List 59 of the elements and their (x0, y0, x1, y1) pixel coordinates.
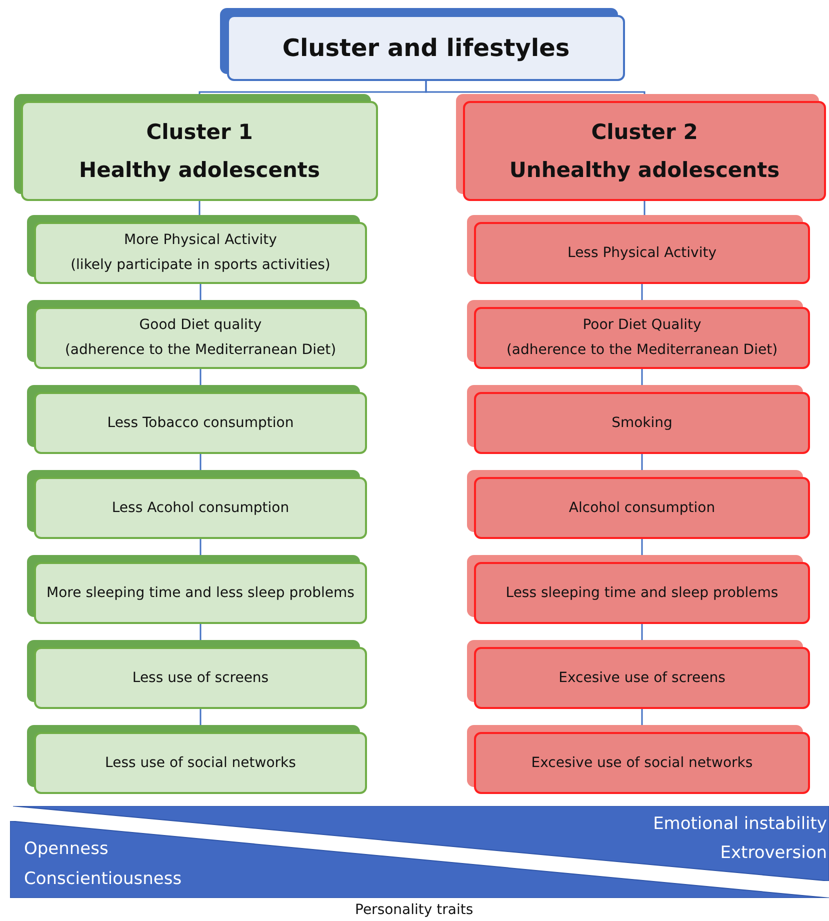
connector-line (641, 454, 643, 470)
lifestyle-box (27, 215, 367, 284)
connector-line (198, 201, 200, 215)
lifestyle-text: Excesive use of screens (558, 668, 726, 688)
lifestyle-text: Poor Diet Quality (582, 316, 702, 335)
connector-line (641, 539, 643, 555)
cluster-box (456, 94, 826, 201)
lifestyle-text: Less Tobacco consumption (106, 414, 295, 432)
lifestyle-box (27, 385, 367, 454)
connector-line (641, 624, 643, 640)
lifestyle-box (467, 640, 810, 709)
lifestyle-box (467, 300, 810, 369)
lifestyle-text: (likely participate in sports activities) (70, 256, 332, 275)
lifestyle-box (27, 470, 367, 539)
lifestyle-text: Excesive use of social networks (530, 754, 754, 772)
cluster-heading: Cluster 2 (591, 119, 698, 146)
connector-line (200, 454, 202, 470)
cluster-heading: Healthy adolescents (79, 157, 320, 184)
connector-line (641, 284, 643, 300)
lifestyle-text: Less use of social networks (104, 754, 297, 772)
lifestyle-box (467, 725, 810, 794)
cluster-heading: Cluster 1 (146, 119, 253, 146)
title-box (220, 8, 625, 81)
connector-line (644, 201, 646, 215)
axis-caption: Personality traits (355, 902, 474, 918)
lifestyle-box (467, 470, 810, 539)
lifestyle-box (467, 215, 810, 284)
cluster-box (14, 94, 378, 201)
connector-line (641, 709, 643, 725)
lifestyle-text: (adherence to the Mediterranean Diet) (64, 341, 338, 360)
lifestyle-box (27, 640, 367, 709)
connector-line (200, 624, 202, 640)
lifestyle-text: Less use of screens (131, 668, 270, 688)
lifestyle-text: Good Diet quality (138, 316, 263, 335)
lifestyle-box (27, 725, 367, 794)
cluster-heading: Unhealthy adolescents (509, 157, 780, 184)
lifestyle-text: Less Acohol consumption (110, 498, 290, 518)
lifestyle-text: (adherence to the Mediterranean Diet) (505, 341, 779, 360)
lifestyle-text: Smoking (610, 414, 674, 432)
trait-text: Conscientiousness (24, 869, 182, 889)
connector-line (200, 284, 202, 300)
lifestyle-text: Less Physical Activity (566, 244, 718, 262)
connector-line (425, 81, 646, 94)
lifestyle-box (27, 555, 367, 624)
connector-line (641, 369, 643, 385)
title-text: Cluster and lifestyles (282, 34, 570, 62)
lifestyle-text: Less sleeping time and sleep problems (504, 584, 780, 602)
connector-line (200, 369, 202, 385)
lifestyle-box (467, 385, 810, 454)
lifestyle-text: More Physical Activity (123, 231, 278, 250)
lifestyle-text: More sleeping time and less sleep problems (46, 584, 356, 602)
lifestyle-box (467, 555, 810, 624)
connector-line (200, 709, 202, 725)
trait-text: Extroversion (720, 843, 827, 863)
connector-line (200, 539, 202, 555)
lifestyle-box (27, 300, 367, 369)
trait-text: Openness (24, 839, 108, 859)
trait-text: Emotional instability (653, 814, 827, 834)
lifestyle-text: Alcohol consumption (568, 498, 716, 518)
